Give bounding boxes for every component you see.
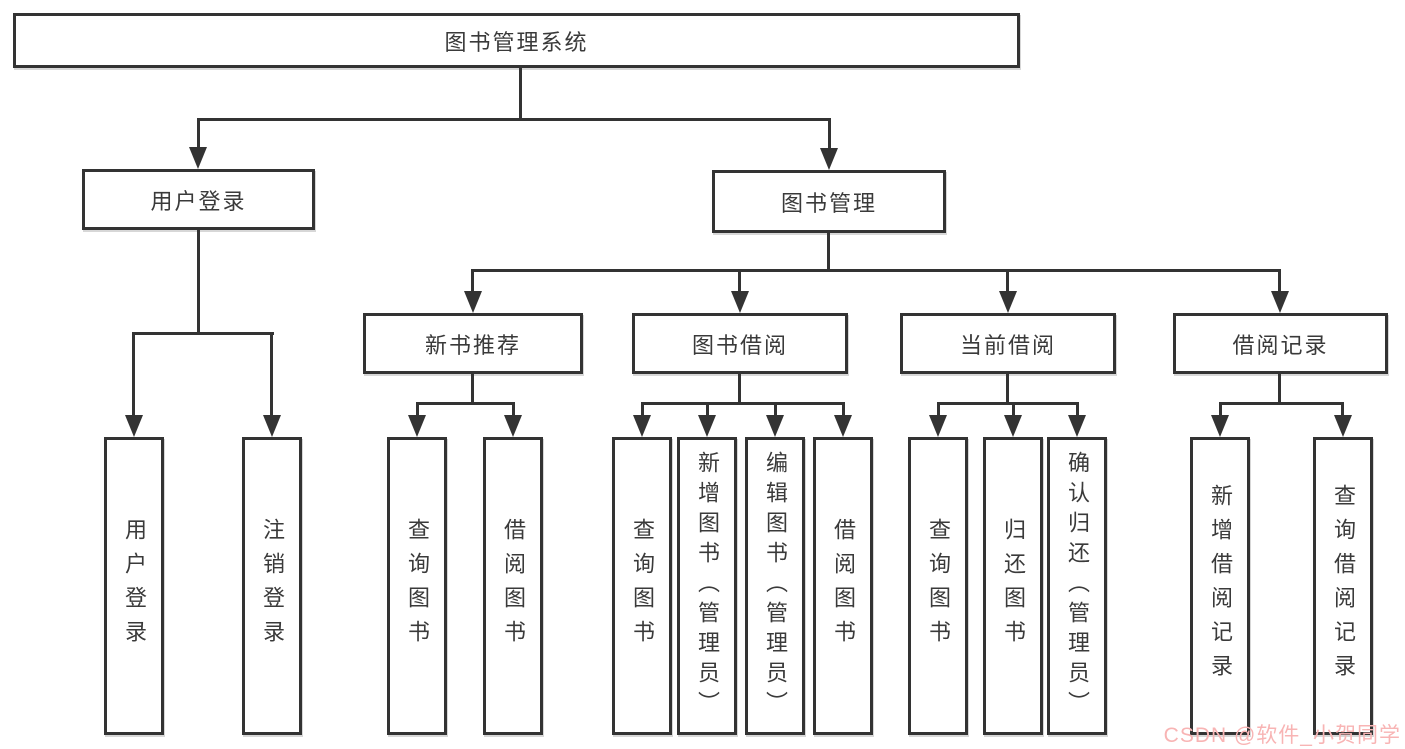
connector-vline [1012,402,1015,416]
arrow-down-icon [834,415,852,437]
connector-vline [828,118,831,150]
arrow-down-icon [698,415,716,437]
arrow-down-icon [189,147,207,169]
leaf-query-books-borrowing: 查询图书 [612,437,672,735]
connector-vline [519,65,522,121]
arrow-down-icon [125,415,143,437]
arrow-down-icon [731,291,749,313]
connector-vline [774,402,777,416]
arrow-down-icon [263,415,281,437]
connector-hline [472,269,1280,272]
arrow-down-icon [408,415,426,437]
leaf-query-books-current: 查询图书 [908,437,968,735]
arrow-down-icon [999,291,1017,313]
connector-hline [641,402,844,405]
connector-vline [738,269,741,293]
leaf-borrow-books-recommend: 借阅图书 [483,437,543,735]
node-new-book-recommend: 新书推荐 [363,313,583,374]
connector-vline [471,269,474,293]
connector-vline [471,371,474,404]
arrow-down-icon [766,415,784,437]
leaf-confirm-return-admin: 确认归还（管理员） [1047,437,1107,735]
arrow-down-icon [1068,415,1086,437]
arrow-down-icon [929,415,947,437]
connector-vline [1076,402,1079,416]
connector-hline [133,332,274,335]
connector-vline [1341,402,1344,416]
connector-vline [512,402,515,416]
leaf-logout-login: 注销登录 [242,437,302,735]
connector-vline [738,371,741,404]
node-book-management: 图书管理 [712,170,946,233]
leaf-user-login: 用户登录 [104,437,164,735]
connector-vline [416,402,419,416]
connector-vline [842,402,845,416]
arrow-down-icon [633,415,651,437]
leaf-query-books-recommend: 查询图书 [387,437,447,735]
leaf-edit-books-admin: 编辑图书（管理员） [745,437,805,735]
connector-vline [937,402,940,416]
connector-hline [197,118,831,121]
connector-hline [416,402,515,405]
node-book-borrowing: 图书借阅 [632,313,848,374]
leaf-add-books-admin: 新增图书（管理员） [677,437,737,735]
connector-vline [1278,371,1281,404]
connector-vline [270,332,273,417]
leaf-return-books: 归还图书 [983,437,1043,735]
arrow-down-icon [1211,415,1229,437]
connector-vline [1006,269,1009,293]
connector-vline [197,118,200,149]
node-borrowing-records: 借阅记录 [1173,313,1388,374]
arrow-down-icon [1004,415,1022,437]
watermark: CSDN @软件_小贺同学 [1163,724,1401,747]
arrow-down-icon [1334,415,1352,437]
leaf-query-borrow-record: 查询借阅记录 [1313,437,1373,735]
arrow-down-icon [820,148,838,170]
node-user-login: 用户登录 [82,169,315,230]
connector-vline [641,402,644,416]
arrow-down-icon [464,291,482,313]
connector-vline [1219,402,1222,416]
connector-vline [1006,371,1009,404]
connector-vline [706,402,709,416]
arrow-down-icon [504,415,522,437]
connector-vline [1278,269,1281,293]
connector-hline [937,402,1078,405]
connector-vline [132,332,135,417]
leaf-add-borrow-record: 新增借阅记录 [1190,437,1250,735]
connector-vline [827,231,830,272]
arrow-down-icon [1271,291,1289,313]
connector-hline [1219,402,1344,405]
connector-vline [197,227,200,334]
leaf-borrow-books-borrowing: 借阅图书 [813,437,873,735]
node-current-borrowing: 当前借阅 [900,313,1116,374]
node-library-system: 图书管理系统 [13,13,1020,68]
